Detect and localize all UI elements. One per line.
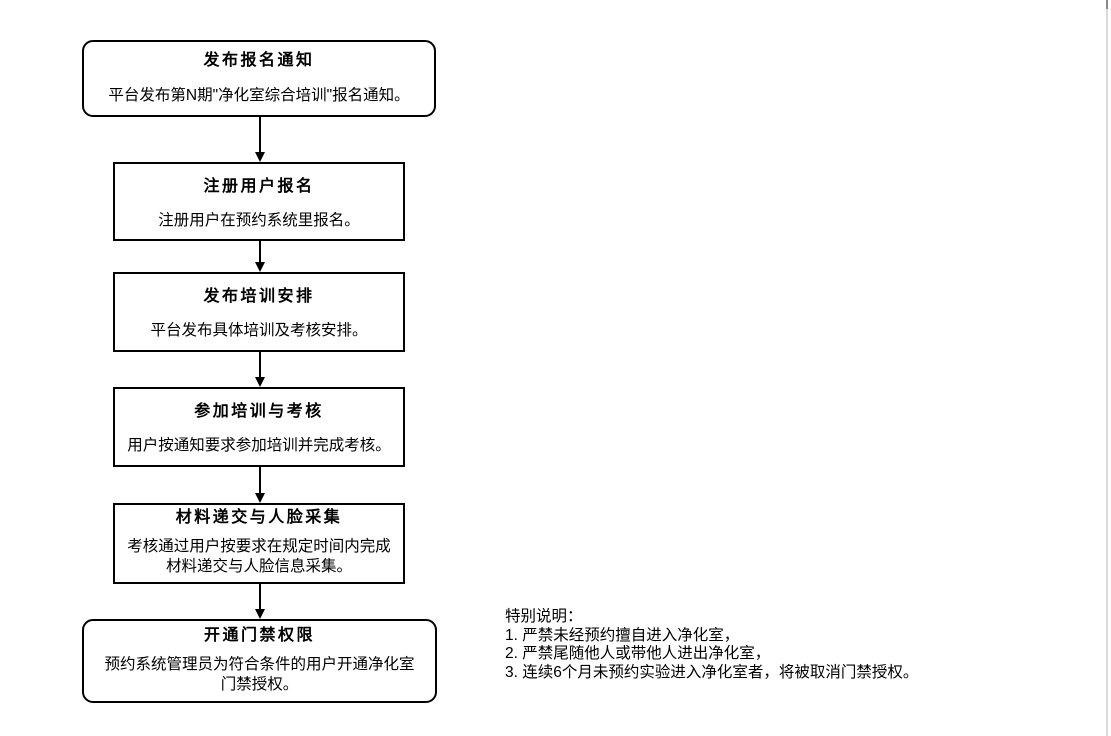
flow-arrow-4: [254, 467, 265, 503]
arrow-down-icon: [254, 377, 265, 387]
special-notes-item: 1. 严禁未经预约擅自进入净化室，: [505, 626, 740, 644]
flow-step-title: 材料递交与人脸采集: [175, 509, 343, 526]
arrow-shaft: [258, 467, 261, 493]
flow-step-body: 用户按通知要求参加培训并完成考核。: [127, 437, 391, 454]
arrow-down-icon: [254, 262, 265, 272]
flow-step-grant-access: 开通门禁权限 预约系统管理员为符合条件的用户开通净化室门禁授权。: [82, 619, 437, 703]
flow-arrow-3: [254, 352, 265, 387]
flow-step-body: 注册用户在预约系统里报名。: [158, 212, 360, 229]
flow-step-title: 注册用户报名: [203, 178, 315, 195]
flow-step-title: 开通门禁权限: [203, 627, 315, 644]
arrow-down-icon: [254, 152, 265, 162]
flow-arrow-2: [254, 241, 265, 272]
special-notes-item: 2. 严禁尾随他人或带他人进出净化室，: [505, 645, 771, 662]
flow-step-title: 发布培训安排: [203, 288, 315, 305]
arrow-down-icon: [254, 609, 265, 619]
arrow-shaft: [258, 241, 261, 262]
special-notes-heading: 特别说明：: [505, 608, 583, 625]
arrow-shaft: [258, 584, 261, 609]
page-edge-line: [1106, 0, 1108, 736]
arrow-shaft: [258, 117, 261, 152]
flow-step-user-signup: 注册用户报名 注册用户在预约系统里报名。: [113, 162, 405, 241]
page-edge-line-top: [1106, 0, 1108, 9]
flow-step-submit-materials: 材料递交与人脸采集 考核通过用户按要求在规定时间内完成材料递交与人脸信息采集。: [113, 503, 405, 584]
flow-step-attend-training: 参加培训与考核 用户按通知要求参加培训并完成考核。: [113, 387, 405, 467]
flow-step-body: 预约系统管理员为符合条件的用户开通净化室门禁授权。: [104, 656, 415, 693]
flow-step-title: 参加培训与考核: [194, 403, 324, 420]
flow-arrow-5: [254, 584, 265, 619]
flow-arrow-1: [254, 117, 265, 162]
flow-step-publish-notice: 发布报名通知 平台发布第N期"净化室综合培训"报名通知。: [82, 40, 436, 117]
arrow-down-icon: [254, 493, 265, 503]
special-notes-item: 3. 连续6个月未预约实验进入净化室者，将被取消门禁授权。: [505, 663, 919, 681]
flow-step-title: 发布报名通知: [203, 52, 315, 69]
flow-step-body: 考核通过用户按要求在规定时间内完成材料递交与人脸信息采集。: [127, 538, 391, 575]
special-notes: 特别说明： 1. 严禁未经预约擅自进入净化室， 2. 严禁尾随他人或带他人进出净…: [505, 608, 918, 682]
flow-step-body: 平台发布第N期"净化室综合培训"报名通知。: [108, 87, 410, 104]
flow-step-body: 平台发布具体培训及考核安排。: [150, 322, 368, 339]
arrow-shaft: [258, 352, 261, 377]
flow-step-publish-schedule: 发布培训安排 平台发布具体培训及考核安排。: [113, 272, 405, 352]
